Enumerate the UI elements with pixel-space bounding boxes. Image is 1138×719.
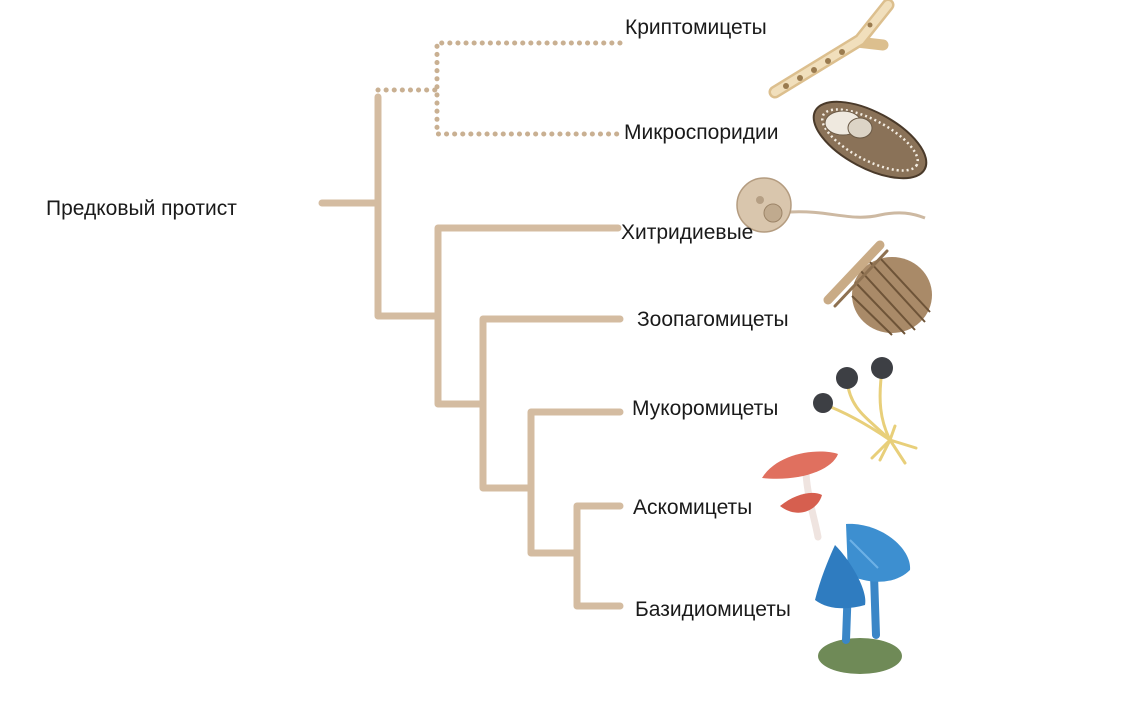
root-label: Предковый протист: [46, 197, 237, 220]
taxon-label-microsporidia: Микроспоридии: [624, 121, 779, 144]
taxon-label-mucoromycota: Мукоромицеты: [632, 397, 779, 420]
mucor-split-branch: [527, 408, 624, 557]
basidiomycete-mushroom-icon: [815, 523, 911, 674]
dikarya-split-branch: [573, 502, 624, 610]
zoopag-split-branch: [479, 315, 624, 492]
zoopagomycete-icon: [823, 240, 932, 336]
cryptomycete-hyphae-icon: [768, 0, 895, 99]
taxon-label-cryptomycota: Криптомицеты: [625, 16, 767, 39]
mucor-sporangia-icon: [813, 357, 918, 465]
ascomycete-cup-icon: [762, 451, 838, 541]
taxon-label-basidiomycota: Базидиомицеты: [635, 598, 791, 621]
dotted-split-branch: [434, 40, 623, 137]
main-split-branch: [374, 93, 442, 320]
taxon-label-zoopagomycota: Зоопагомицеты: [637, 308, 789, 331]
tree-branches: [318, 93, 624, 610]
chytrid-split-branch: [434, 224, 622, 408]
chytrid-zoospore-icon: [736, 177, 926, 233]
microsporidium-spore-icon: [812, 100, 928, 180]
taxon-label-chytrids: Хитридиевые: [621, 221, 754, 244]
taxon-label-ascomycota: Аскомицеты: [633, 496, 753, 519]
dotted-branches: [375, 40, 623, 137]
